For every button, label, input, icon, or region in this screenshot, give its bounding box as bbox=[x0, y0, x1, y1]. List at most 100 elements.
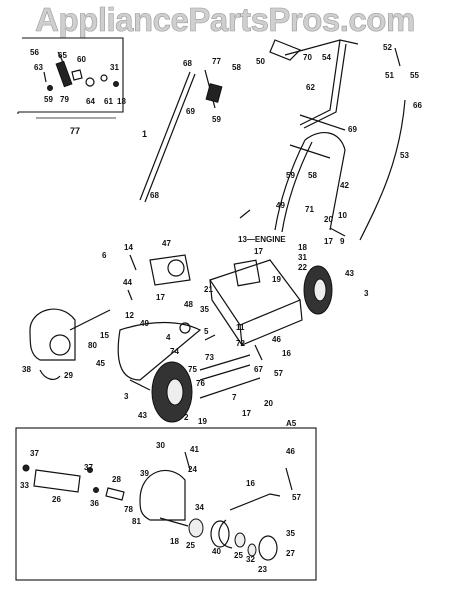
part-number: 17 bbox=[324, 237, 333, 246]
part-number: 57 bbox=[274, 369, 283, 378]
engine-label: 13—ENGINE bbox=[238, 235, 286, 244]
part-number: 51 bbox=[385, 71, 394, 80]
part-number: 60 bbox=[77, 55, 86, 64]
part-number: 38 bbox=[22, 365, 31, 374]
part-number: 59 bbox=[212, 115, 221, 124]
part-number: 34 bbox=[195, 503, 204, 512]
part-number: 31 bbox=[298, 253, 307, 262]
part-number: 16 bbox=[246, 479, 255, 488]
part-number: 39 bbox=[140, 469, 149, 478]
part-number: 25 bbox=[186, 541, 195, 550]
part-number: 10 bbox=[338, 211, 347, 220]
part-number: 7 bbox=[232, 393, 237, 402]
watermark-text: AppliancePartsPros.com bbox=[35, 1, 416, 39]
part-number: 27 bbox=[286, 549, 295, 558]
part-number: 15 bbox=[100, 331, 109, 340]
part-number: 17 bbox=[242, 409, 251, 418]
part-number: 78 bbox=[124, 505, 133, 514]
handle-assembly bbox=[139, 39, 406, 241]
part-number: 49 bbox=[276, 201, 285, 210]
part-number: 32 bbox=[246, 555, 255, 564]
part-number: 47 bbox=[162, 239, 171, 248]
part-number: 59 bbox=[44, 95, 53, 104]
part-number: 22 bbox=[298, 263, 307, 272]
part-number: 70 bbox=[303, 53, 312, 62]
part-number: 19 bbox=[198, 417, 207, 426]
part-number: 33 bbox=[20, 481, 29, 490]
part-number: 48 bbox=[184, 300, 193, 309]
part-number: 1 bbox=[142, 129, 147, 139]
part-number: 74 bbox=[170, 347, 179, 356]
part-number: 65 bbox=[58, 51, 67, 60]
part-number: 43 bbox=[345, 269, 354, 278]
corner-code: A5 bbox=[286, 419, 297, 428]
drive-assembly bbox=[29, 254, 263, 399]
part-number: 31 bbox=[110, 63, 119, 72]
part-number: 37 bbox=[30, 449, 39, 458]
part-number: 75 bbox=[188, 365, 197, 374]
part-number: 18 bbox=[170, 537, 179, 546]
part-number: 40 bbox=[212, 547, 221, 556]
part-number: 72 bbox=[236, 339, 245, 348]
part-number: 17 bbox=[254, 247, 263, 256]
part-number: 76 bbox=[196, 379, 205, 388]
part-number: 49 bbox=[140, 319, 149, 328]
part-number: 64 bbox=[86, 97, 95, 106]
part-number: 37 bbox=[84, 463, 93, 472]
part-number: 19 bbox=[272, 275, 281, 284]
part-number: 30 bbox=[156, 441, 165, 450]
part-number: 73 bbox=[205, 353, 214, 362]
part-number: 29 bbox=[64, 371, 73, 380]
part-number: 55 bbox=[410, 71, 419, 80]
part-number: 6 bbox=[102, 251, 107, 260]
part-number: 36 bbox=[90, 499, 99, 508]
part-number: 4 bbox=[166, 333, 171, 342]
part-number: 45 bbox=[96, 359, 105, 368]
part-number: 24 bbox=[188, 465, 197, 474]
part-number: 50 bbox=[256, 57, 265, 66]
part-number: 71 bbox=[305, 205, 314, 214]
part-number: 18 bbox=[298, 243, 307, 252]
part-number: 23 bbox=[258, 565, 267, 574]
part-number: 67 bbox=[254, 365, 263, 374]
part-number: 62 bbox=[306, 83, 315, 92]
part-number: 35 bbox=[286, 529, 295, 538]
part-number: 66 bbox=[413, 101, 422, 110]
part-number: 41 bbox=[190, 445, 199, 454]
part-number: 80 bbox=[88, 341, 97, 350]
part-number: 20 bbox=[264, 399, 273, 408]
part-number: 69 bbox=[186, 107, 195, 116]
part-number: 46 bbox=[286, 447, 295, 456]
part-number: 79 bbox=[60, 95, 69, 104]
part-number: 58 bbox=[232, 63, 241, 72]
part-number: 52 bbox=[383, 43, 392, 52]
part-number: 35 bbox=[200, 305, 209, 314]
inset-box-label: 77 bbox=[70, 126, 80, 136]
part-number: 20 bbox=[324, 215, 333, 224]
part-number: 17 bbox=[156, 293, 165, 302]
part-number: 56 bbox=[30, 48, 39, 57]
part-number: 2 bbox=[184, 413, 189, 422]
part-number: 26 bbox=[52, 495, 61, 504]
part-number: 16 bbox=[282, 349, 291, 358]
part-number: 12 bbox=[125, 311, 134, 320]
part-number: 68 bbox=[150, 191, 159, 200]
part-number: 43 bbox=[138, 411, 147, 420]
part-number: 28 bbox=[112, 475, 121, 484]
part-number: 54 bbox=[322, 53, 331, 62]
part-number: 59 bbox=[286, 171, 295, 180]
part-number: 42 bbox=[340, 181, 349, 190]
part-number: 68 bbox=[183, 59, 192, 68]
part-number: 81 bbox=[132, 517, 141, 526]
part-number: 25 bbox=[234, 551, 243, 560]
bottom-detail-box bbox=[15, 427, 317, 581]
frame-assembly bbox=[151, 259, 333, 423]
part-number: 69 bbox=[348, 125, 357, 134]
part-number: 3 bbox=[124, 392, 129, 401]
part-number: 11 bbox=[236, 323, 245, 332]
inset-detail-box bbox=[17, 37, 124, 119]
part-number: 53 bbox=[400, 151, 409, 160]
part-number: 46 bbox=[272, 335, 281, 344]
